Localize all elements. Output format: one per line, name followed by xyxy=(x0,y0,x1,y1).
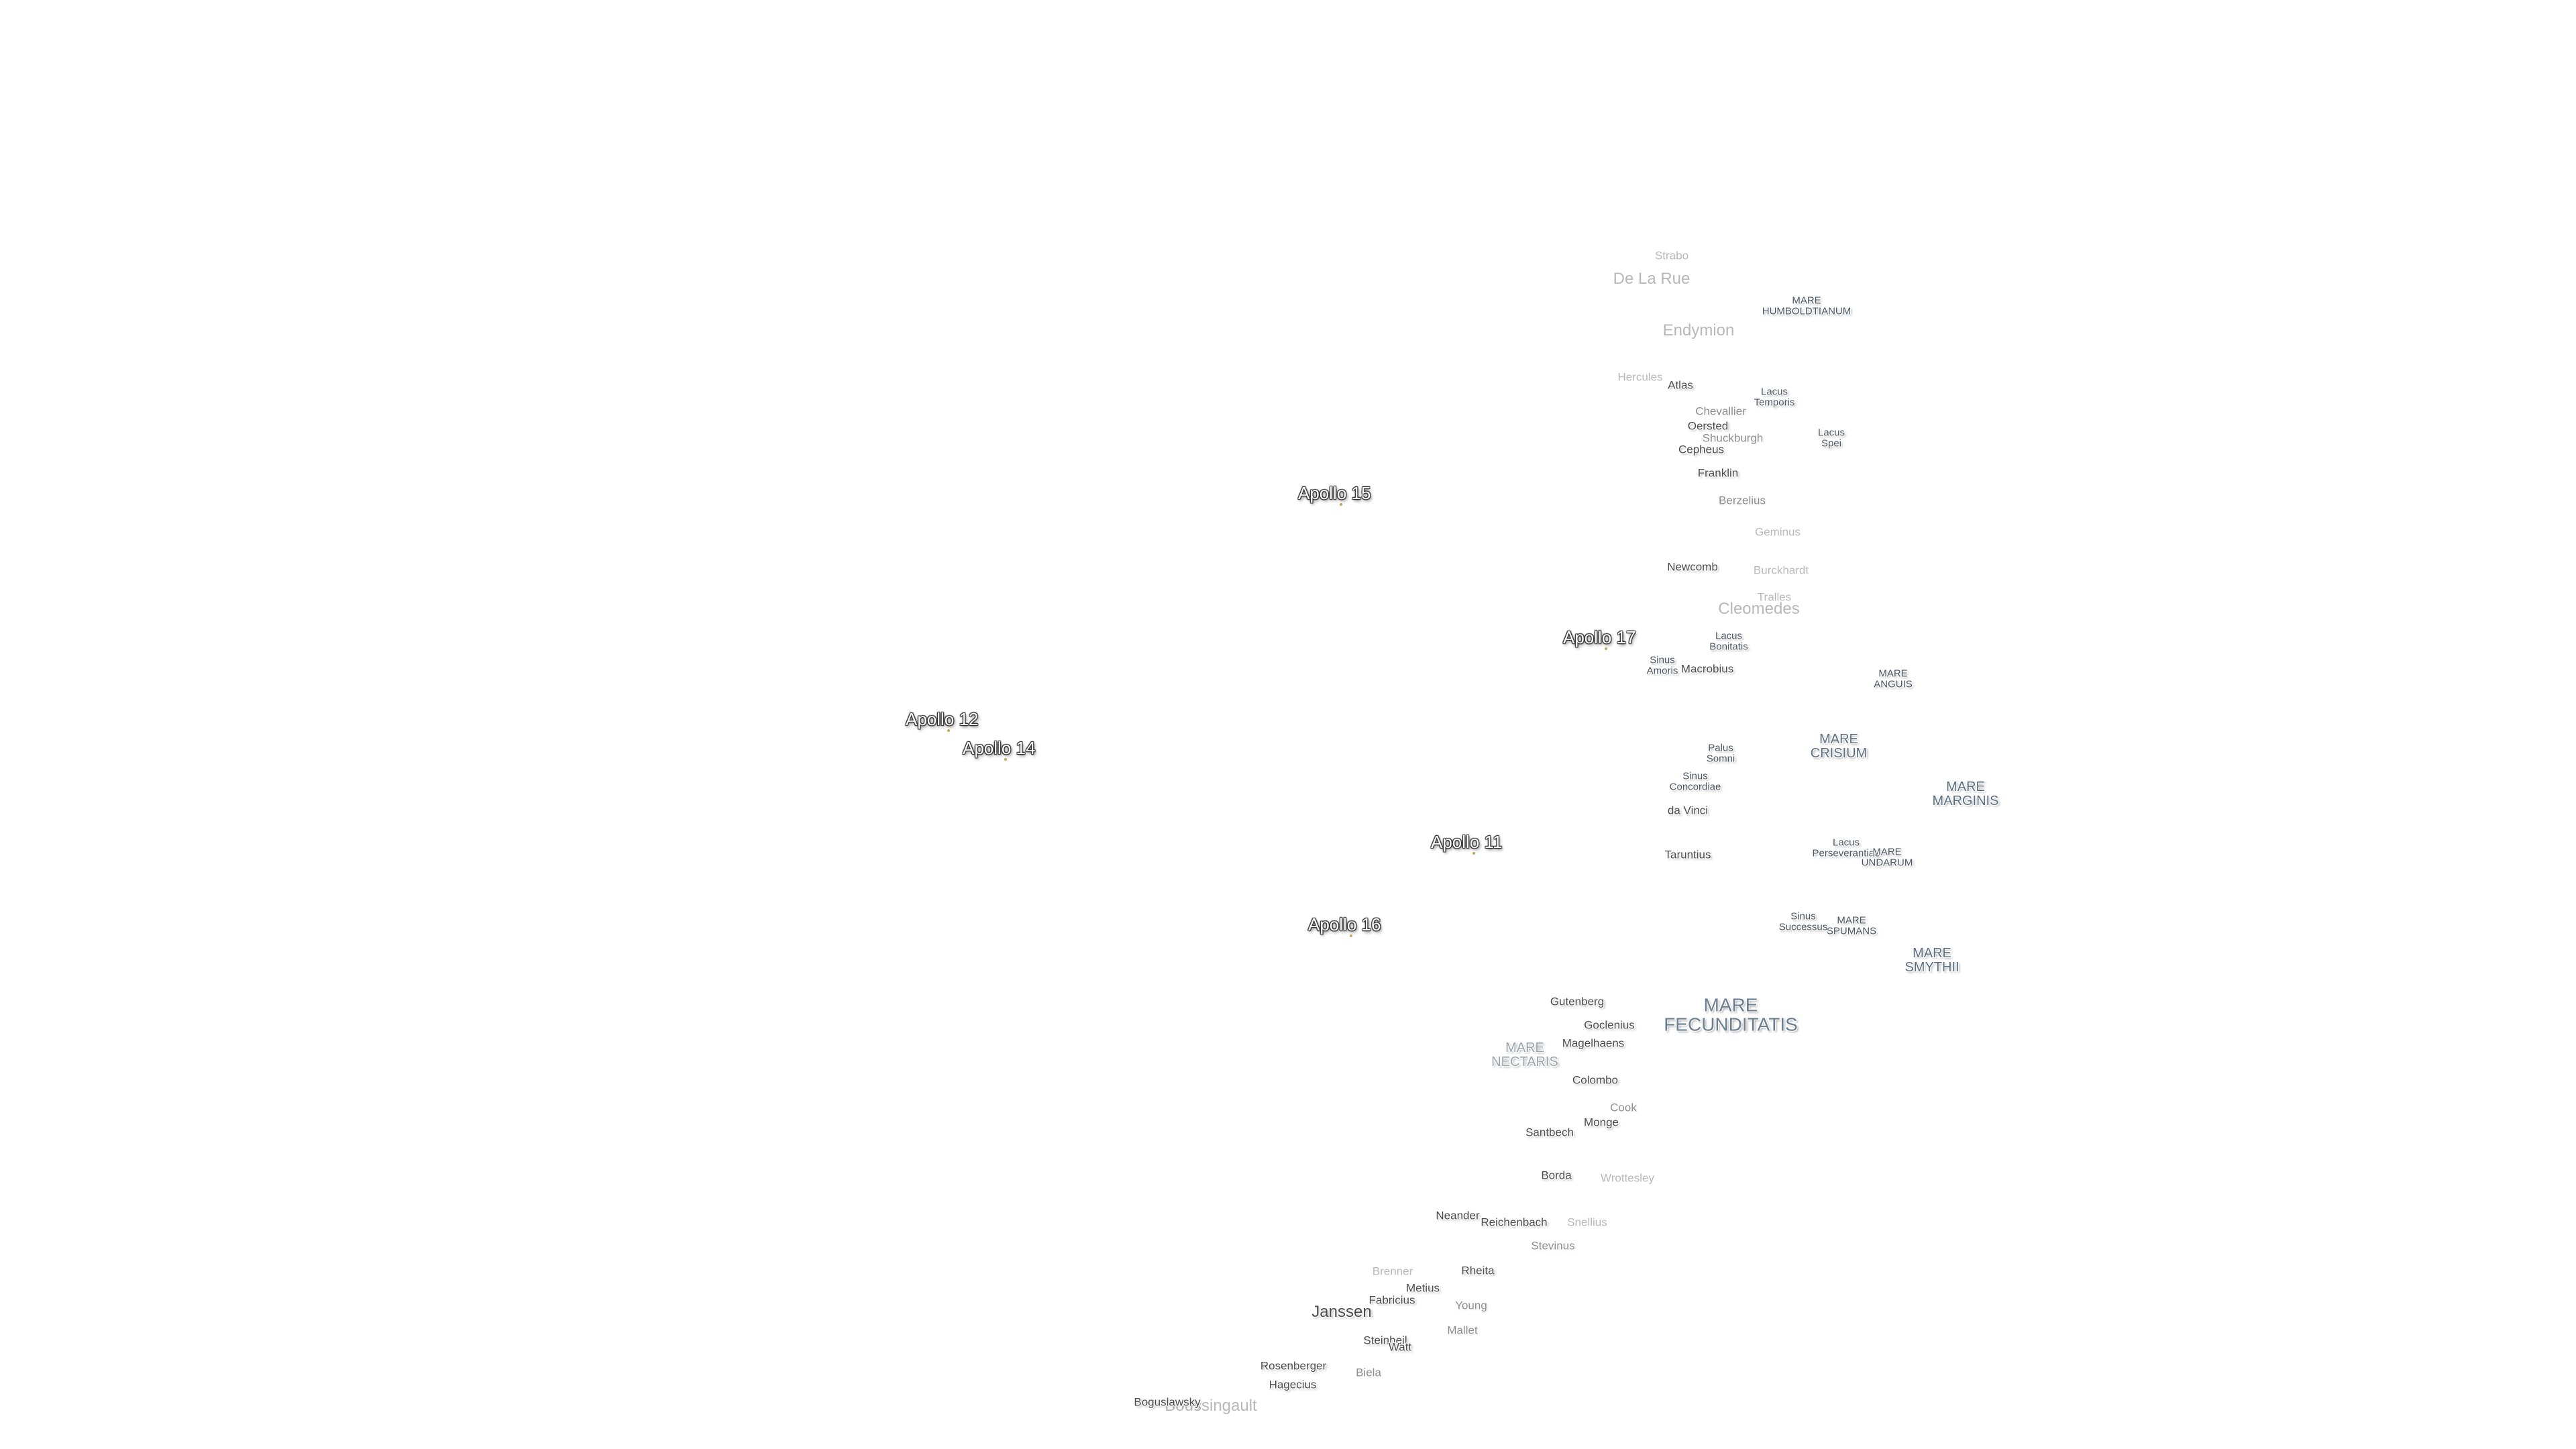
crater-steinheil-label: Steinheil xyxy=(1363,1334,1407,1347)
palus-somni-label: Palus Somni xyxy=(1706,742,1735,764)
crater-cook-label: Cook xyxy=(1610,1101,1637,1114)
apollo-14-site-marker xyxy=(1004,758,1007,761)
apollo-15-label[interactable]: Apollo 15 xyxy=(1298,483,1371,506)
crater-tralles-label: Tralles xyxy=(1757,590,1792,604)
sinus-successus-label: Sinus Successus xyxy=(1778,910,1828,932)
apollo-16-site-marker xyxy=(1350,934,1352,937)
crater-monge-label: Monge xyxy=(1584,1116,1619,1129)
apollo-11-label[interactable]: Apollo 11 xyxy=(1431,832,1503,855)
lacus-bonitatis-label: Lacus Bonitatis xyxy=(1709,630,1748,652)
mare-humboldtianum-label: MARE HUMBOLDTIANUM xyxy=(1762,294,1851,317)
apollo-14-label[interactable]: Apollo 14 xyxy=(963,738,1036,761)
crater-macrobius-label: Macrobius xyxy=(1680,662,1734,676)
mare-anguis-label: MARE ANGUIS xyxy=(1874,667,1913,690)
crater-watt-label: Watt xyxy=(1388,1340,1412,1354)
sinus-amoris-label: Sinus Amoris xyxy=(1646,654,1678,676)
apollo-12-text: Apollo 12 xyxy=(906,709,979,729)
apollo-16-text: Apollo 16 xyxy=(1308,914,1381,934)
crater-borda-label: Borda xyxy=(1541,1169,1572,1182)
crater-snellius-label: Snellius xyxy=(1567,1216,1607,1229)
crater-taruntius-label: Taruntius xyxy=(1664,848,1711,861)
apollo-16-label[interactable]: Apollo 16 xyxy=(1308,914,1381,937)
crater-newcomb-label: Newcomb xyxy=(1667,560,1718,574)
apollo-12-label[interactable]: Apollo 12 xyxy=(906,709,979,732)
crater-rheita-label: Rheita xyxy=(1461,1264,1495,1277)
crater-endymion-label: Endymion xyxy=(1662,321,1735,339)
mare-fecunditatis-label: MARE FECUNDITATIS xyxy=(1664,994,1798,1035)
lacus-temporis-label: Lacus Temporis xyxy=(1754,386,1795,408)
crater-magelhaens-label: Magelhaens xyxy=(1562,1036,1625,1050)
apollo-15-text: Apollo 15 xyxy=(1298,483,1371,503)
crater-gutenberg-label: Gutenberg xyxy=(1550,995,1605,1008)
apollo-17-text: Apollo 17 xyxy=(1563,627,1636,647)
apollo-11-text: Apollo 11 xyxy=(1431,832,1503,852)
crater-cepheus-label: Cepheus xyxy=(1678,443,1725,456)
mare-crisium-label: MARE CRISIUM xyxy=(1810,732,1868,761)
mare-undarum-label: MARE UNDARUM xyxy=(1861,846,1913,868)
crater-berzelius-label: Berzelius xyxy=(1719,494,1766,507)
crater-brenner-label: Brenner xyxy=(1372,1265,1413,1278)
crater-goclenius-label: Goclenius xyxy=(1584,1018,1635,1032)
crater-santbech-label: Santbech xyxy=(1525,1126,1574,1139)
crater-boussingault-label: Boussingault xyxy=(1165,1397,1257,1415)
crater-rosenberger-label: Rosenberger xyxy=(1260,1359,1327,1373)
crater-boguslawsky-label: Boguslawsky xyxy=(1134,1395,1201,1409)
mare-spumans-label: MARE SPUMANS xyxy=(1826,914,1877,936)
apollo-15-site-marker xyxy=(1340,503,1342,506)
crater-biela-label: Biela xyxy=(1356,1366,1381,1379)
apollo-11-site-marker xyxy=(1472,852,1475,855)
crater-atlas-label: Atlas xyxy=(1668,378,1693,392)
crater-metius-label: Metius xyxy=(1405,1281,1440,1295)
crater-da-vinci-label: da Vinci xyxy=(1667,804,1709,817)
crater-wrottesley-label: Wrottesley xyxy=(1601,1171,1654,1185)
apollo-17-site-marker xyxy=(1605,647,1607,650)
crater-cleomedes-label: Cleomedes xyxy=(1718,600,1800,618)
apollo-12-site-marker xyxy=(947,729,950,732)
crater-franklin-label: Franklin xyxy=(1697,466,1739,480)
mare-marginis-label: MARE MARGINIS xyxy=(1932,780,1999,808)
mare-smythii-label: MARE SMYTHII xyxy=(1904,946,1960,975)
crater-stevinus-label: Stevinus xyxy=(1531,1239,1575,1252)
crater-strabo-label: Strabo xyxy=(1654,249,1689,262)
crater-shuckburgh-label: Shuckburgh xyxy=(1702,431,1764,445)
mare-nectaris-label: MARE NECTARIS xyxy=(1491,1040,1558,1069)
crater-hercules-label: Hercules xyxy=(1617,370,1663,384)
lacus-spei-label: Lacus Spei xyxy=(1817,427,1845,449)
crater-fabricius-label: Fabricius xyxy=(1368,1293,1415,1307)
crater-young-label: Young xyxy=(1455,1299,1487,1312)
crater-de-la-rue-label: De La Rue xyxy=(1613,270,1690,288)
apollo-14-text: Apollo 14 xyxy=(963,738,1036,758)
crater-geminus-label: Geminus xyxy=(1754,525,1801,539)
crater-hagecius-label: Hagecius xyxy=(1269,1378,1317,1391)
crater-mallet-label: Mallet xyxy=(1447,1324,1478,1337)
crater-colombo-label: Colombo xyxy=(1572,1073,1619,1087)
crater-burckhardt-label: Burckhardt xyxy=(1753,564,1809,577)
crater-reichenbach-label: Reichenbach xyxy=(1481,1216,1548,1229)
lacus-perseverantiae-label: Lacus Perseverantiae xyxy=(1812,837,1880,859)
apollo-17-label[interactable]: Apollo 17 xyxy=(1563,627,1636,650)
crater-janssen-label: Janssen xyxy=(1311,1303,1372,1321)
sinus-concordiae-label: Sinus Concordiae xyxy=(1669,770,1721,792)
crater-neander-label: Neander xyxy=(1436,1209,1480,1222)
crater-oersted-label: Oersted xyxy=(1687,419,1729,433)
crater-chevallier-label: Chevallier xyxy=(1695,405,1746,418)
